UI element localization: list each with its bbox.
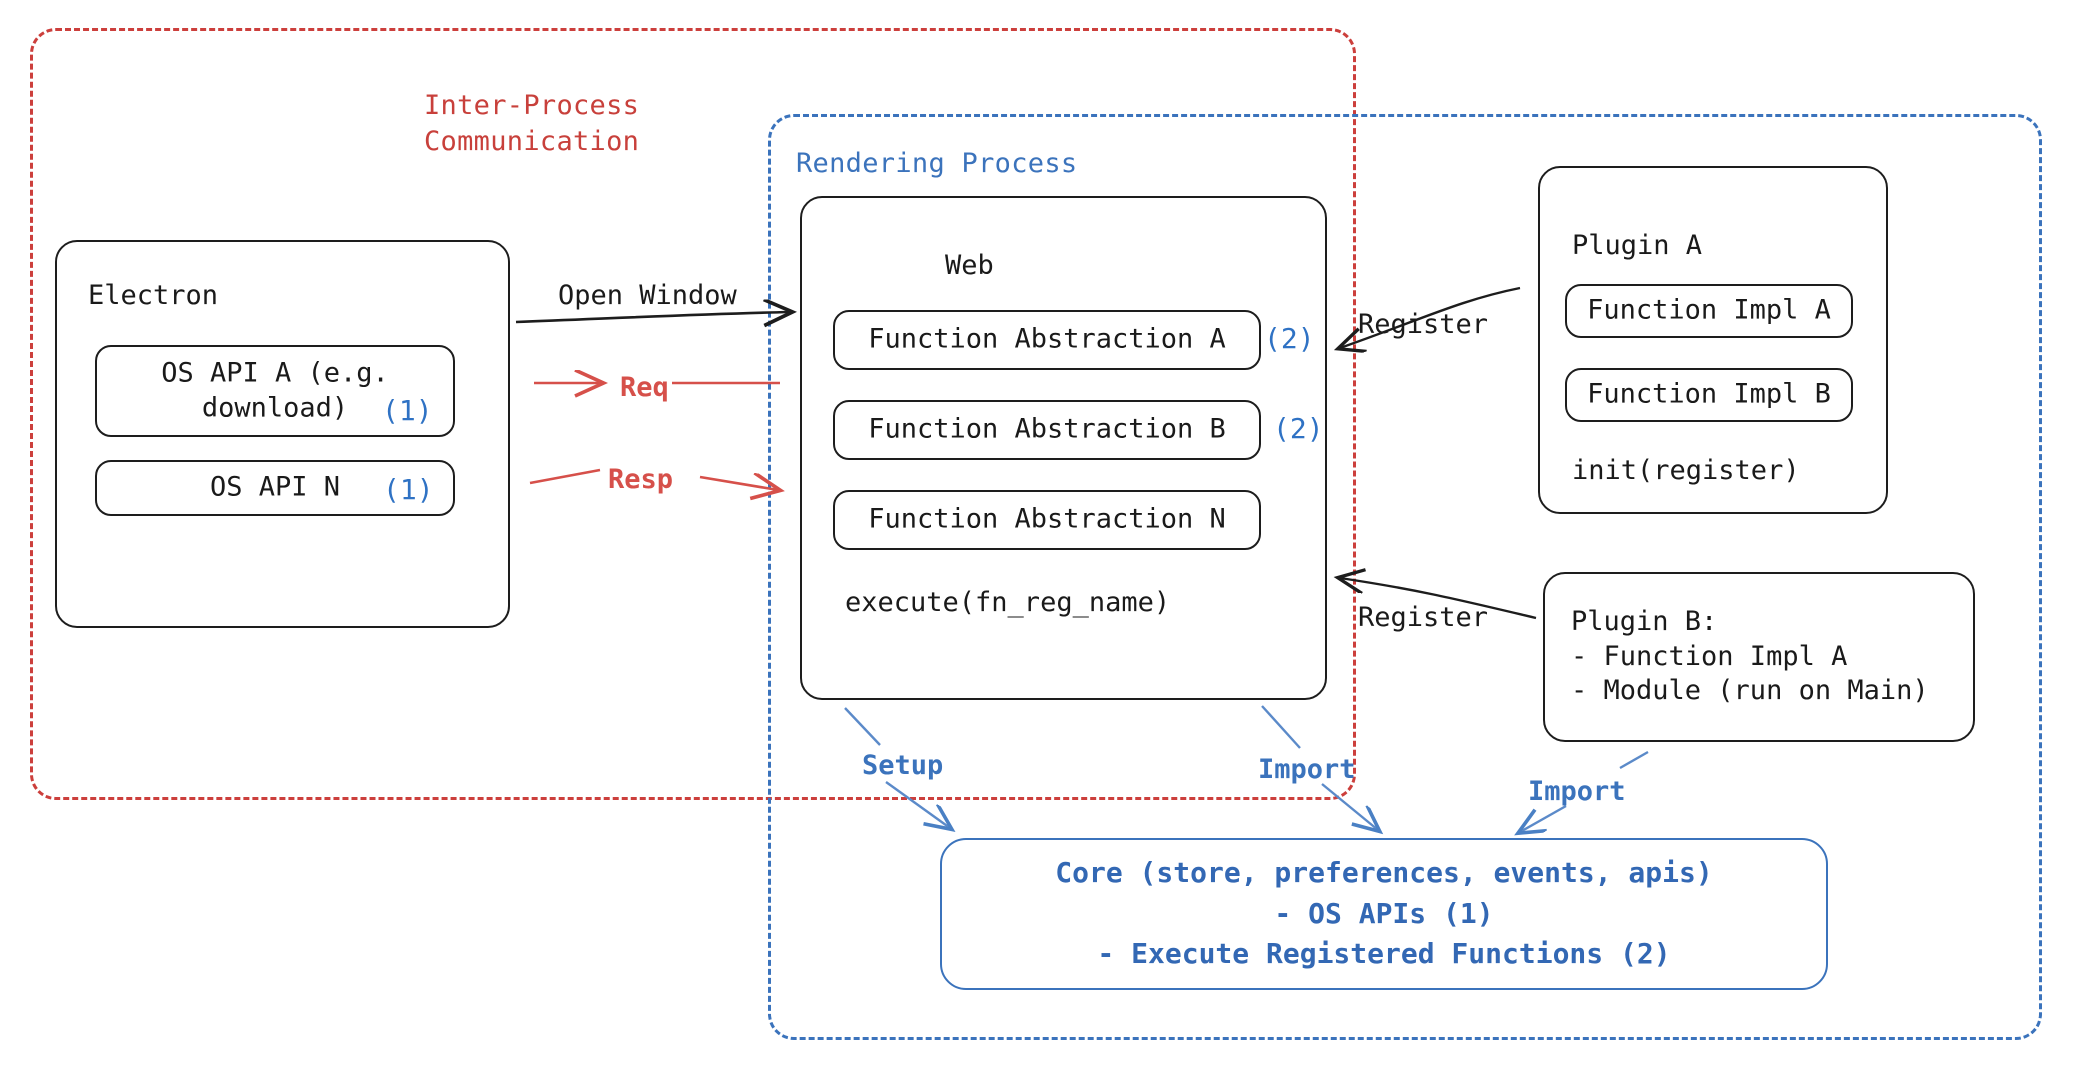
function-abstraction-b-marker: (2) — [1273, 412, 1324, 445]
label-req: Req — [620, 372, 669, 403]
function-abstraction-a-marker: (2) — [1264, 322, 1315, 355]
core-text: Core (store, preferences, events, apis) … — [1055, 856, 1713, 971]
plugin-b-box[interactable]: Plugin B: - Function Impl A - Module (ru… — [1543, 572, 1975, 742]
zone-label-rendering-process: Rendering Process — [796, 148, 1078, 179]
plugin-b-text: Plugin B: - Function Impl A - Module (ru… — [1571, 606, 1929, 707]
function-abstraction-n-label: Function Abstraction N — [868, 503, 1226, 535]
zone-label-ipc: Inter-Process Communication — [424, 90, 640, 158]
zone-rendering-process — [768, 114, 2042, 1040]
label-import-plugin-b: Import — [1528, 776, 1626, 807]
plugin-a-init-label: init(register) — [1572, 455, 1800, 486]
label-register-top: Register — [1358, 309, 1489, 340]
function-impl-a-label: Function Impl A — [1587, 294, 1831, 326]
label-register-bottom: Register — [1358, 602, 1489, 633]
function-impl-b-box[interactable]: Function Impl B — [1565, 368, 1853, 422]
function-impl-a-box[interactable]: Function Impl A — [1565, 284, 1853, 338]
web-execute-label: execute(fn_reg_name) — [845, 587, 1171, 618]
os-api-a-marker: (1) — [382, 394, 433, 427]
os-api-a-box[interactable]: OS API A (e.g. download) — [95, 345, 455, 437]
function-abstraction-a-box[interactable]: Function Abstraction A — [833, 310, 1261, 370]
function-abstraction-b-label: Function Abstraction B — [868, 413, 1226, 445]
plugin-a-box[interactable] — [1538, 166, 1888, 514]
function-abstraction-b-box[interactable]: Function Abstraction B — [833, 400, 1261, 460]
function-impl-b-label: Function Impl B — [1587, 378, 1831, 410]
zone-inter-process-communication — [30, 28, 1356, 800]
os-api-n-box[interactable]: OS API N — [95, 460, 455, 516]
label-open-window: Open Window — [558, 280, 737, 311]
electron-title: Electron — [88, 280, 219, 311]
label-resp: Resp — [608, 464, 674, 495]
label-import-web: Import — [1258, 754, 1356, 785]
os-api-n-marker: (1) — [383, 473, 434, 506]
function-abstraction-n-box[interactable]: Function Abstraction N — [833, 490, 1261, 550]
label-setup: Setup — [862, 750, 944, 781]
os-api-n-label: OS API N — [209, 471, 341, 503]
core-box[interactable]: Core (store, preferences, events, apis) … — [940, 838, 1828, 990]
plugin-a-title: Plugin A — [1572, 230, 1703, 261]
os-api-a-label: OS API A (e.g. download) — [161, 357, 389, 423]
web-title: Web — [945, 250, 994, 281]
function-abstraction-a-label: Function Abstraction A — [868, 323, 1226, 355]
